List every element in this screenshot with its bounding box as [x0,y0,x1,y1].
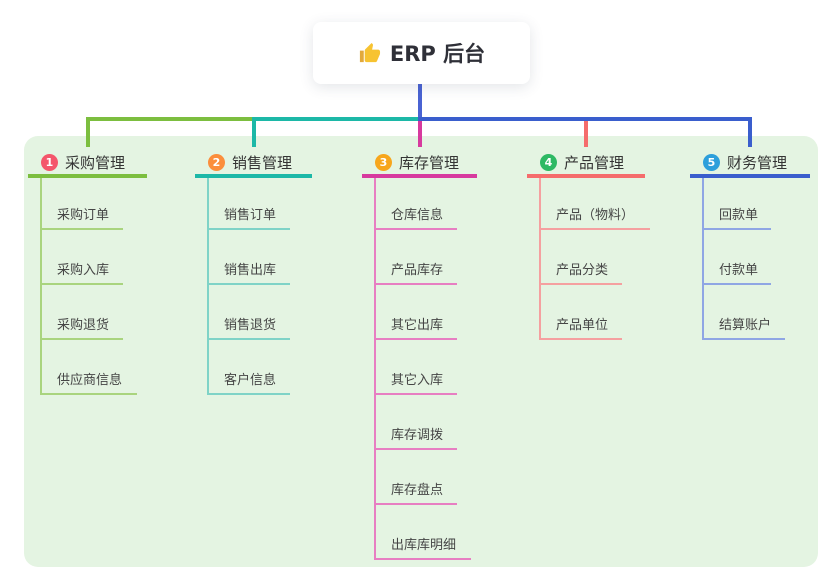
child-underline [40,283,123,285]
root-node-label: ERP 后台 [389,42,486,66]
child-underline [374,393,457,395]
child-underline [702,338,785,340]
branch-node-1[interactable]: 1 采购管理 [41,151,125,173]
child-node[interactable]: 销售出库 [224,263,277,278]
child-underline [374,283,457,285]
child-underline [539,228,650,230]
branch-drop-line [748,121,752,147]
bus-segment-purchase [85,117,254,121]
child-underline [539,338,622,340]
branch-label: 采购管理 [65,153,126,172]
child-node[interactable]: 销售退货 [224,318,277,333]
child-node[interactable]: 采购入库 [57,263,110,278]
child-node[interactable]: 其它入库 [391,373,444,388]
branch-drop-line [85,121,90,147]
child-node[interactable]: 库存调拨 [391,428,444,443]
child-connector-line [40,178,42,395]
child-underline [374,503,457,505]
child-node[interactable]: 付款单 [719,263,759,278]
branch-number-badge: 3 [375,153,392,171]
root-connector-line [417,84,422,117]
child-node[interactable]: 产品库存 [391,263,444,278]
child-node[interactable]: 客户信息 [224,373,277,388]
branch-underline [527,174,645,178]
bus-segment-finance [417,117,752,121]
child-underline [207,393,290,395]
child-underline [374,448,457,450]
child-node[interactable]: 回款单 [719,208,759,223]
child-underline [40,228,123,230]
child-underline [702,283,771,285]
child-connector-line [702,178,704,340]
child-node[interactable]: 出库库明细 [391,538,457,553]
child-underline [539,283,622,285]
branch-drop-line [417,121,422,147]
thumbs-up-icon [358,42,381,65]
bus-segment-sales [251,117,420,121]
child-node[interactable]: 产品单位 [556,318,609,333]
child-underline [374,558,471,560]
branch-number-badge: 1 [41,153,58,171]
child-node[interactable]: 产品（物料） [556,208,635,223]
branch-label: 财务管理 [727,153,788,172]
branch-node-3[interactable]: 3 库存管理 [375,151,459,173]
branch-label: 产品管理 [564,153,625,172]
child-node[interactable]: 其它出库 [391,318,444,333]
branch-label: 库存管理 [399,153,460,172]
root-node[interactable]: ERP 后台 [313,22,530,84]
child-underline [207,338,290,340]
branch-underline [28,174,147,178]
child-node[interactable]: 产品分类 [556,263,609,278]
child-node[interactable]: 采购订单 [57,208,110,223]
branch-number-badge: 4 [540,153,557,171]
child-underline [374,338,457,340]
child-node[interactable]: 结算账户 [719,318,772,333]
child-underline [207,228,290,230]
branch-node-2[interactable]: 2 销售管理 [208,151,292,173]
child-node[interactable]: 供应商信息 [57,373,123,388]
child-node[interactable]: 库存盘点 [391,483,444,498]
child-connector-line [374,178,376,560]
child-node[interactable]: 仓库信息 [391,208,444,223]
child-node[interactable]: 销售订单 [224,208,277,223]
child-underline [702,228,771,230]
branch-drop-line [584,121,588,147]
branch-underline [195,174,312,178]
branch-number-badge: 5 [703,153,720,171]
child-connector-line [207,178,209,395]
branch-node-5[interactable]: 5 财务管理 [703,151,787,173]
child-node[interactable]: 采购退货 [57,318,110,333]
branch-label: 销售管理 [232,153,293,172]
branch-node-4[interactable]: 4 产品管理 [540,151,624,173]
child-underline [40,338,123,340]
branch-underline [690,174,810,178]
branch-underline [362,174,477,178]
branch-drop-line [251,121,256,147]
child-underline [207,283,290,285]
branches-panel [24,136,818,567]
child-underline [374,228,457,230]
branch-number-badge: 2 [208,153,225,171]
child-underline [40,393,137,395]
child-connector-line [539,178,541,340]
